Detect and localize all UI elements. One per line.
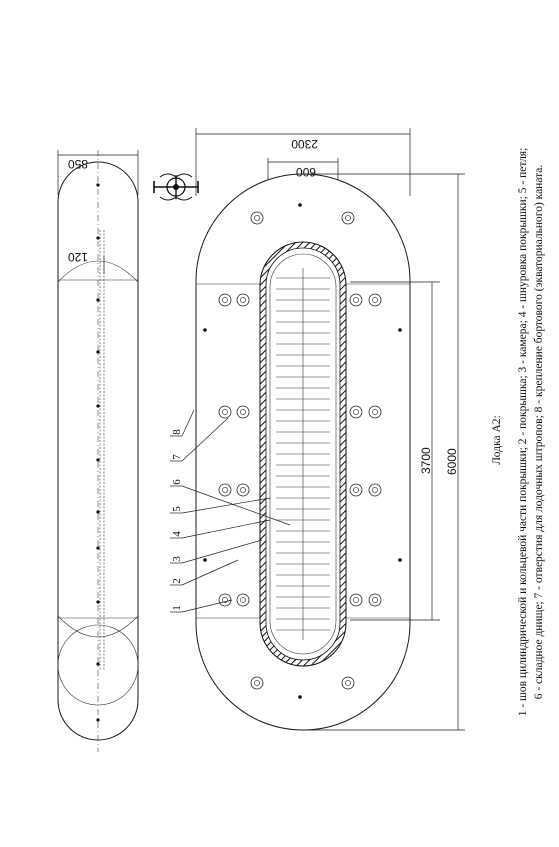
callout-leader [181, 497, 271, 514]
seam-dot [96, 236, 100, 240]
strop-hole [349, 593, 363, 607]
strop-hole [218, 483, 232, 497]
strop-hole [236, 405, 250, 419]
seam-dot [398, 328, 402, 332]
length-total-dim: 6000 [445, 448, 459, 475]
strop-hole [236, 483, 250, 497]
plan-width-dim: 2300 [291, 137, 318, 151]
side-detail-dim: 120 [68, 250, 88, 264]
seam-dot [96, 546, 100, 550]
strop-hole [218, 593, 232, 607]
callout-number: 2 [171, 578, 183, 584]
callout-leader [181, 519, 271, 539]
strop-hole [368, 483, 382, 497]
callout-number: 7 [171, 454, 183, 460]
strop-hole [218, 405, 232, 419]
callout-number: 1 [171, 605, 183, 611]
strop-hole [236, 593, 250, 607]
seam-dot [203, 328, 207, 332]
caption-title: Лодка А2: [491, 415, 503, 464]
callout-number: 5 [171, 506, 183, 512]
strop-hole [349, 405, 363, 419]
seam-dot [96, 183, 100, 187]
anchor-emblem-icon [153, 173, 199, 201]
callout-number: 6 [171, 479, 183, 485]
seam-dot [96, 350, 100, 354]
seam-dot [96, 510, 100, 514]
seam-dot [203, 558, 207, 562]
strop-hole [349, 293, 363, 307]
seam-dot [96, 404, 100, 408]
strop-hole [236, 293, 250, 307]
caption: Лодка А2: 1 - шов цилиндрической и кольц… [491, 148, 545, 717]
callout-leader [181, 485, 291, 526]
seam-dot [96, 600, 100, 604]
strop-hole [368, 593, 382, 607]
callout-leader [181, 417, 229, 462]
side-view: 850 120 [57, 150, 139, 752]
seam-dot [96, 458, 100, 462]
length-inner-dim: 3700 [419, 447, 433, 474]
strop-hole [250, 211, 264, 225]
plan-dimensions: 2300 600 3700 6000 [195, 128, 465, 731]
caption-line-1: 1 - шов цилиндрической и кольцевой части… [517, 148, 529, 717]
caption-line-2: 6 - складное днище; 7 - отверстия для ло… [533, 165, 545, 700]
callout-number: 3 [171, 556, 183, 562]
callout-leader [181, 409, 195, 437]
callout-number: 8 [171, 429, 183, 435]
callout-leader [181, 599, 233, 613]
callout-group: 1 2 3 4 5 6 7 8 [170, 409, 291, 613]
strop-hole [341, 211, 355, 225]
strop-hole [218, 293, 232, 307]
side-width-dim: 850 [68, 157, 88, 171]
callout-leader [181, 539, 263, 564]
strop-hole [368, 293, 382, 307]
plan-inner-width-dim: 600 [296, 165, 316, 179]
seam-dot [298, 695, 302, 699]
seam-dot [298, 203, 302, 207]
strop-hole [368, 405, 382, 419]
seam-dot [96, 662, 100, 666]
strop-hole [341, 676, 355, 690]
seam-dot [398, 558, 402, 562]
strop-hole [349, 483, 363, 497]
strop-hole [250, 676, 264, 690]
callout-number: 4 [171, 531, 183, 537]
seam-dot [96, 718, 100, 722]
plan-view [195, 173, 411, 731]
seam-dot [96, 298, 100, 302]
callout-leader [181, 559, 239, 586]
